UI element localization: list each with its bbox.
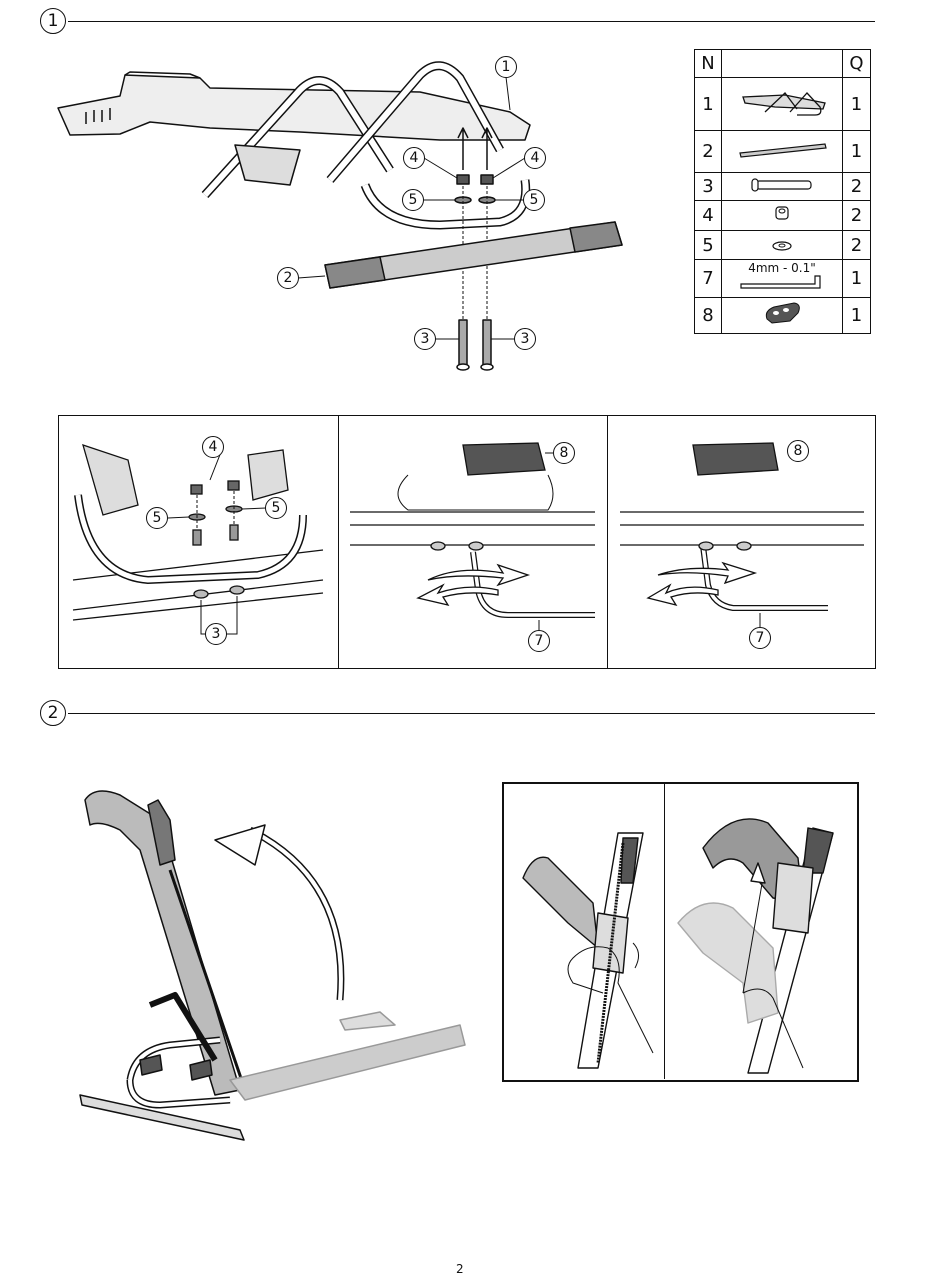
callout-bolt-right: 3 [514,328,536,350]
panel2-callout-key: 7 [528,630,550,652]
nut-icon [721,200,843,231]
parts-table-header: N Q [694,49,871,78]
hex-key-cell: 4mm - 0.1" [721,259,843,298]
part-quantity: 1 [842,77,871,131]
step-1-marker: 1 [40,8,66,34]
step-2-detail-box [502,782,859,1082]
panel3-callout-key: 7 [749,627,771,649]
header-n: N [694,49,722,78]
bike-carrier-frame-icon [721,77,843,131]
part-number: 8 [694,297,722,334]
header-image [721,49,843,78]
detail-panels [58,415,876,669]
panel1-callout-bolt: 3 [205,623,227,645]
callout-part-1: 1 [495,56,517,78]
cross-bar-icon [721,130,843,173]
panel-divider [338,415,340,668]
table-row: 5 2 [694,230,871,260]
panel3-callout-block: 8 [787,440,809,462]
callout-nut-left: 4 [403,147,425,169]
callout-bolt-left: 3 [414,328,436,350]
clamp-block-icon [721,297,843,334]
panel-divider [664,783,666,1079]
part-quantity: 1 [842,297,871,334]
part-quantity: 1 [842,130,871,173]
hex-key-icon [740,275,821,289]
washer-icon [721,230,843,260]
panel1-callout-washer-right: 5 [265,497,287,519]
table-row: 7 4mm - 0.1" 1 [694,259,871,298]
table-row: 2 1 [694,130,871,173]
panel1-callout-washer-left: 5 [146,507,168,529]
step-2-marker: 2 [40,700,66,726]
bolt-icon [721,172,843,201]
part-number: 1 [694,77,722,131]
callout-bar: 2 [277,267,299,289]
part-number: 3 [694,172,722,201]
part-quantity: 2 [842,230,871,260]
callout-washer-left: 5 [402,189,424,211]
step-2-divider [68,713,875,714]
panel2-callout-block: 8 [553,442,575,464]
step-1-divider [68,21,875,22]
detail-panels-illustration [72,442,864,635]
table-row: 1 1 [694,77,871,131]
callout-washer-right: 5 [523,189,545,211]
page-number: 2 [456,1262,464,1276]
part-quantity: 1 [842,259,871,298]
panel-divider [607,415,609,668]
part-number: 7 [694,259,722,298]
header-q: Q [842,49,871,78]
table-row: 4 2 [694,200,871,231]
part-quantity: 2 [842,172,871,201]
raise-arm-illustration [79,790,466,1141]
release-lever-illustration [522,818,834,1074]
part-number: 4 [694,200,722,231]
table-row: 3 2 [694,172,871,201]
parts-table: N Q 1 1 2 1 3 2 4 2 5 2 7 4mm - 0.1" 1 8 [694,49,871,334]
exploded-assembly-illustration [57,61,623,371]
part-quantity: 2 [842,200,871,231]
part-number: 2 [694,130,722,173]
callout-nut-right: 4 [524,147,546,169]
part-number: 5 [694,230,722,260]
hex-key-size-label: 4mm - 0.1" [748,261,816,275]
panel1-callout-nut: 4 [202,436,224,458]
table-row: 8 1 [694,297,871,334]
